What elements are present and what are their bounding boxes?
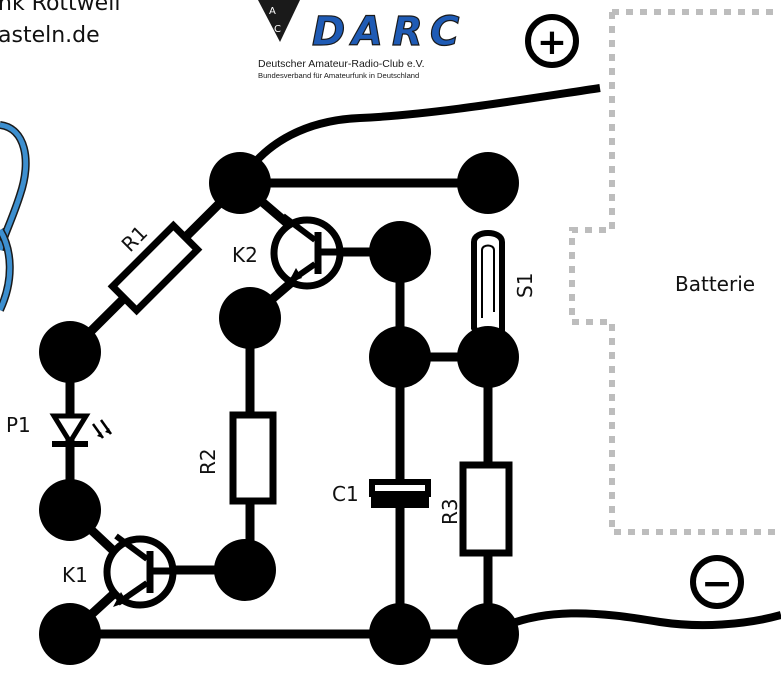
resistor-r2 (229, 411, 277, 505)
label-k1: K1 (62, 563, 88, 587)
pad (39, 479, 101, 541)
label-p1: P1 (6, 413, 31, 437)
pad (219, 287, 281, 349)
transistor-k2 (270, 213, 344, 290)
wire-battery-minus (486, 609, 781, 638)
resistor-r1 (107, 220, 203, 316)
logo-letter-c: C (430, 9, 459, 55)
pad (214, 539, 276, 601)
battery-minus-terminal: − (690, 555, 744, 609)
minus-sign: − (701, 561, 733, 605)
resistor-r3 (459, 461, 513, 557)
logo-letter-a: A (349, 9, 383, 55)
plus-sign: + (537, 22, 567, 63)
logo-subtitle-2: Bundesverband für Amateurfunk in Deutsch… (258, 71, 419, 80)
logo-emblem (258, 0, 300, 42)
label-s1: S1 (513, 273, 537, 298)
switch-s1 (471, 230, 505, 352)
pad (369, 603, 431, 665)
pad (369, 221, 431, 283)
label-c1: C1 (332, 482, 359, 506)
battery-outline (569, 9, 775, 535)
header-line-1: nk Rottweil (0, 0, 120, 16)
label-k2: K2 (232, 243, 258, 267)
transistor-k1 (103, 533, 177, 609)
logo-subtitle-1: Deutscher Amateur-Radio-Club e.V. (258, 58, 425, 70)
label-r2: R2 (196, 448, 220, 475)
pad (39, 603, 101, 665)
logo-letter-d: D (312, 9, 345, 55)
pad (39, 321, 101, 383)
pad (457, 603, 519, 665)
battery-plus-terminal: + (525, 14, 579, 68)
pad (457, 152, 519, 214)
antenna-coil (0, 121, 30, 312)
label-r3: R3 (438, 498, 462, 525)
pcb-pads (39, 152, 519, 665)
header-line-2: asteln.de (0, 23, 100, 48)
pad (209, 152, 271, 214)
svg-text:C: C (274, 24, 281, 35)
capacitor-c1 (369, 479, 431, 508)
pad (457, 326, 519, 388)
wire-battery-plus (236, 84, 601, 186)
svg-text:A: A (269, 6, 276, 17)
logo-letter-r: R (392, 9, 423, 55)
darc-logo: A C D A R C Deutscher Amateur-Radio-Club… (258, 0, 460, 80)
battery-label: Batterie (675, 272, 755, 296)
pad (369, 326, 431, 388)
led-p1 (49, 413, 113, 447)
